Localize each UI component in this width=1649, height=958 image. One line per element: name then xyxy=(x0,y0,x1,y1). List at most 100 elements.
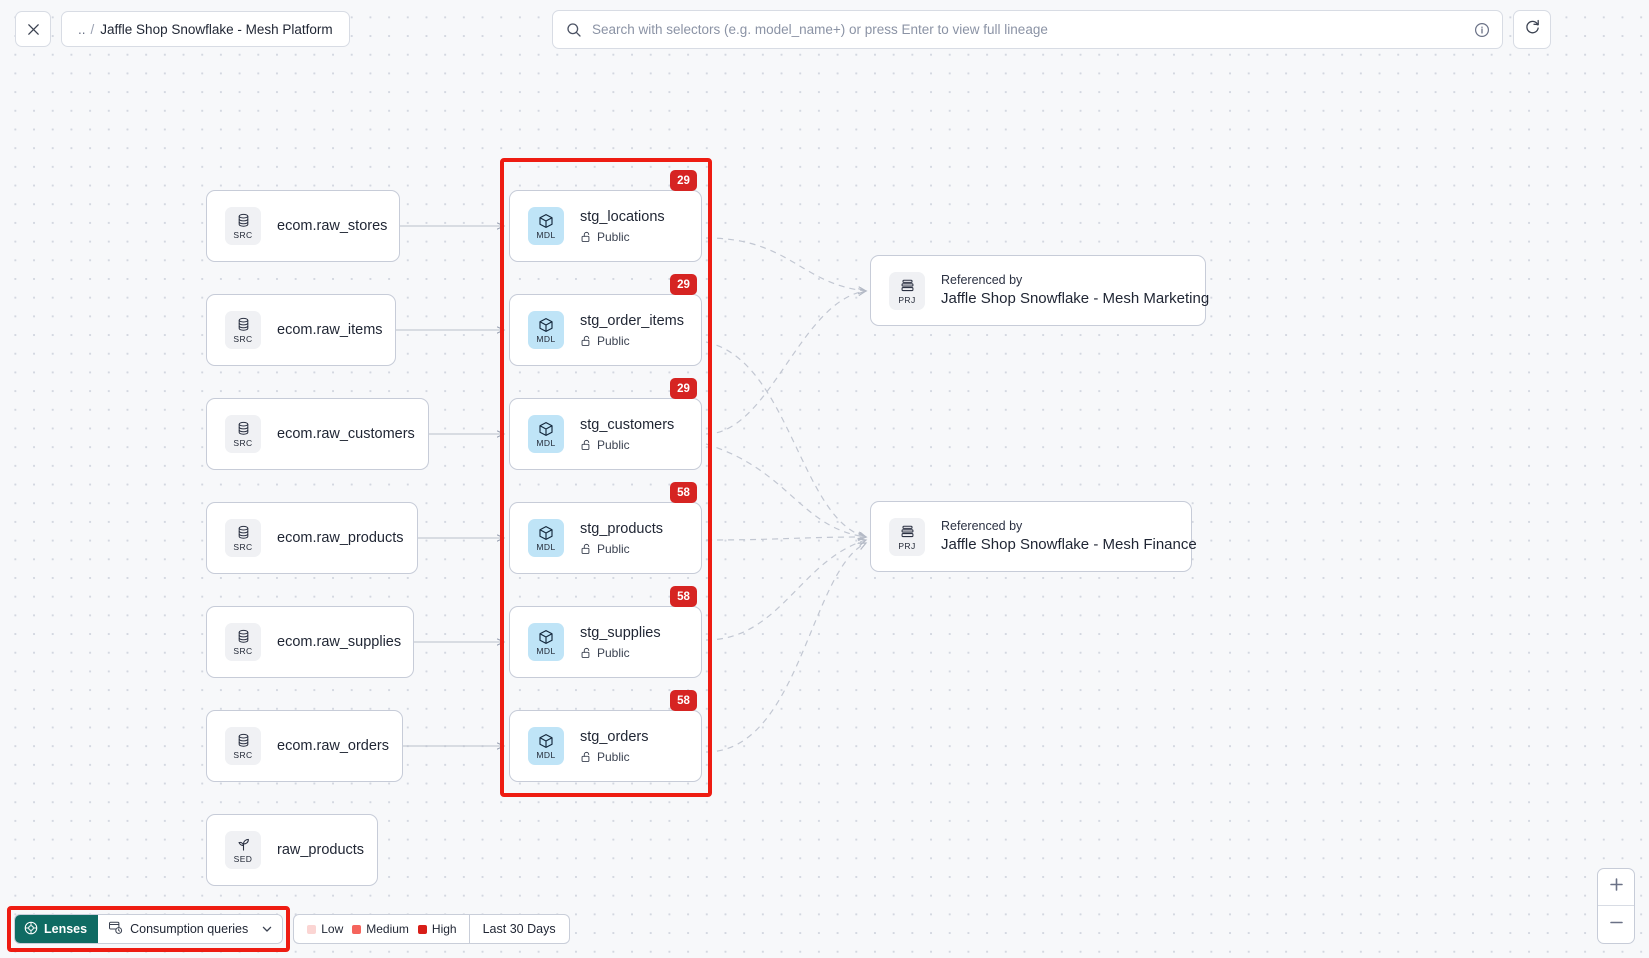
node-title: ecom.raw_orders xyxy=(277,738,390,754)
lens-select-value: Consumption queries xyxy=(130,922,249,936)
node-count-badge: 29 xyxy=(670,170,697,191)
breadcrumb-label: Jaffle Shop Snowflake - Mesh Platform xyxy=(100,21,333,37)
node-body: ecom.raw_stores xyxy=(277,217,387,235)
node-type-label: PRJ xyxy=(898,540,916,551)
node-access-label: Public xyxy=(597,541,630,556)
node-type-badge: PRJ xyxy=(889,517,925,556)
unlock-icon xyxy=(580,335,592,347)
legend-item-medium: Medium xyxy=(352,922,409,936)
project-icon xyxy=(900,277,915,294)
node-access-label: Public xyxy=(597,229,630,244)
node-count-badge: 58 xyxy=(670,482,697,503)
node-type-label: MDL xyxy=(536,230,556,240)
node-type-badge: MDL xyxy=(528,727,564,765)
plus-icon xyxy=(1608,876,1625,898)
node-type-badge: SED xyxy=(225,831,261,869)
graph-node-ecom-raw-orders[interactable]: SRC ecom.raw_orders xyxy=(206,710,403,782)
close-button[interactable] xyxy=(15,11,51,47)
node-title: ecom.raw_customers xyxy=(277,426,415,442)
node-title: stg_locations xyxy=(580,208,665,225)
time-range-label: Last 30 Days xyxy=(482,922,556,936)
node-title: stg_order_items xyxy=(580,312,684,329)
project-icon xyxy=(900,523,915,540)
graph-node-raw-products[interactable]: SED raw_products xyxy=(206,814,378,886)
node-type-badge: SRC xyxy=(225,207,261,245)
node-type-label: MDL xyxy=(536,542,556,552)
zoom-in-button[interactable] xyxy=(1598,869,1634,906)
unlock-icon xyxy=(580,231,592,243)
graph-node-ecom-raw-supplies[interactable]: SRC ecom.raw_supplies xyxy=(206,606,414,678)
legend-label: Low xyxy=(321,922,344,936)
node-access: Public xyxy=(580,333,684,349)
node-type-badge: MDL xyxy=(528,519,564,557)
chevron-down-icon xyxy=(261,923,273,935)
database-icon xyxy=(236,628,251,645)
node-body: ecom.raw_orders xyxy=(277,737,389,755)
time-range-button[interactable]: Last 30 Days xyxy=(468,914,570,944)
query-clock-icon xyxy=(108,920,123,938)
unlock-icon xyxy=(580,439,592,451)
node-type-badge: SRC xyxy=(225,727,261,765)
node-type-badge: PRJ xyxy=(889,271,925,310)
unlock-icon xyxy=(580,751,592,763)
legend-swatch xyxy=(352,924,362,934)
node-access: Public xyxy=(580,645,661,661)
node-type-badge: SRC xyxy=(225,519,261,557)
breadcrumb-parent[interactable]: .. xyxy=(78,21,86,37)
seedling-icon xyxy=(236,836,251,853)
node-type-badge: MDL xyxy=(528,623,564,661)
lens-select[interactable]: Consumption queries xyxy=(98,915,283,943)
database-icon xyxy=(236,524,251,541)
lenses-button[interactable]: Lenses xyxy=(15,915,99,943)
node-type-badge: SRC xyxy=(225,623,261,661)
refresh-button[interactable] xyxy=(1513,10,1551,49)
node-type-badge: SRC xyxy=(225,311,261,349)
database-icon xyxy=(236,212,251,229)
graph-node-ecom-raw-stores[interactable]: SRC ecom.raw_stores xyxy=(206,190,400,262)
database-icon xyxy=(236,732,251,749)
legend-item-low: Low xyxy=(307,922,343,936)
refresh-icon xyxy=(1524,19,1541,41)
node-type-badge: MDL xyxy=(528,311,564,349)
node-type-label: MDL xyxy=(536,750,556,760)
cube-icon xyxy=(538,420,554,437)
legend-label: Medium xyxy=(366,922,409,936)
close-icon xyxy=(26,22,41,37)
node-title: ecom.raw_supplies xyxy=(277,634,402,650)
zoom-out-button[interactable] xyxy=(1598,906,1634,943)
node-title: stg_products xyxy=(580,520,664,537)
top-bar: .. / Jaffle Shop Snowflake - Mesh Platfo… xyxy=(0,0,1649,59)
cube-icon xyxy=(538,524,554,541)
node-title: ecom.raw_stores xyxy=(277,218,388,234)
info-circle-icon[interactable] xyxy=(1474,22,1490,38)
node-count-badge: 58 xyxy=(670,586,697,607)
node-type-label: SRC xyxy=(233,230,253,240)
node-type-label: SED xyxy=(233,854,253,864)
node-access: Public xyxy=(580,749,649,765)
node-title: Jaffle Shop Snowflake - Mesh Finance xyxy=(941,536,1197,553)
breadcrumb[interactable]: .. / Jaffle Shop Snowflake - Mesh Platfo… xyxy=(61,11,350,47)
lens-icon xyxy=(24,921,38,938)
search-input[interactable] xyxy=(592,22,1468,37)
node-title: raw_products xyxy=(277,842,365,858)
search-bar[interactable] xyxy=(552,10,1503,49)
node-type-badge: MDL xyxy=(528,207,564,245)
